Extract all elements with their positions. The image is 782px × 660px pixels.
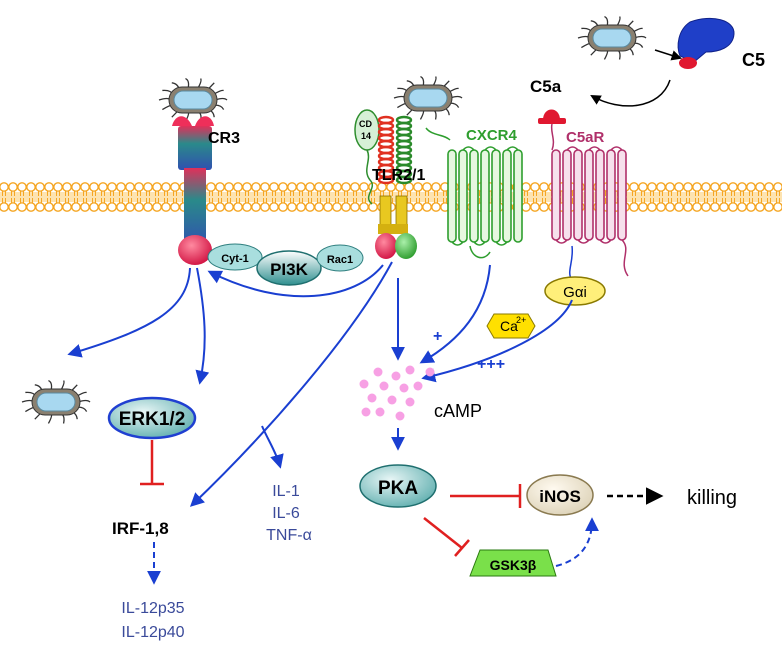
tlr-label: TLR2/1 [372, 167, 425, 184]
pi3k-complex: Cyt-1 PI3K Rac1 [207, 243, 364, 286]
cr3-receptor: CR3 [172, 116, 240, 265]
calcium-superscript: 2+ [516, 315, 526, 325]
galpha-node: Gαi [544, 276, 606, 306]
cxcr4-label: CXCR4 [466, 127, 518, 144]
cd14-label-2: 14 [361, 131, 371, 141]
cd14-label-1: CD [359, 119, 372, 129]
il12p35-label: IL-12p35 [121, 600, 184, 617]
cr3-to-erk-arrow [195, 267, 210, 385]
plus-label: + [433, 328, 442, 345]
signal-arrows [67, 261, 573, 507]
pka-inhibits-inos [450, 484, 522, 508]
bacterium-left [21, 379, 91, 424]
triple-plus-label: +++ [477, 356, 505, 373]
c5a-ligand [538, 109, 566, 124]
cxcr4-receptor: CXCR4 [425, 127, 523, 259]
tlr-to-cytokines-arrow [261, 425, 284, 469]
galpha-to-camp-arrow [421, 299, 573, 383]
cr3-to-bacterium-arrow [67, 267, 191, 358]
galpha-label: Gαi [563, 284, 587, 301]
pka-label: PKA [378, 478, 418, 499]
il12p40-label: IL-12p40 [121, 624, 184, 641]
camp-molecules [359, 365, 435, 421]
bacterium-top-right [577, 15, 647, 60]
pka-inhibits-gsk [423, 517, 470, 557]
calcium-node: Ca 2+ [486, 313, 536, 339]
c5-to-c5a-arrow [590, 79, 671, 107]
bacterium-to-c5-arrow [654, 49, 683, 61]
tlr-to-irf-arrow [189, 261, 393, 507]
inos-label: iNOS [539, 487, 581, 506]
bacterium-cr3 [158, 77, 228, 122]
killing-label: killing [687, 487, 737, 509]
c5a-label: C5a [530, 77, 562, 96]
il1-label: IL-1 [272, 483, 300, 500]
gsk3b-label: GSK3β [490, 557, 537, 573]
il6-label: IL-6 [272, 505, 300, 522]
gsk3b-node: GSK3β [469, 549, 557, 577]
bacterium-tlr [393, 75, 463, 120]
irf-label: IRF-1,8 [112, 519, 169, 538]
cr3-label: CR3 [208, 130, 240, 147]
rac1-label: Rac1 [327, 254, 353, 266]
camp-label: cAMP [434, 401, 482, 421]
c5-label: C5 [742, 50, 765, 70]
pka-node: PKA [359, 464, 437, 508]
c5ar-label: C5aR [566, 129, 605, 146]
cyt1-label: Cyt-1 [221, 253, 249, 265]
erk-label: ERK1/2 [119, 409, 186, 430]
cxcr4-to-camp-arrow [419, 264, 491, 364]
c5-protein: C5 [677, 18, 765, 70]
gsk3b-to-inos-arrow [555, 517, 599, 567]
tnf-label: TNF-α [266, 527, 312, 544]
c5ar-to-galpha-link [569, 245, 574, 281]
tlr2-1-receptor: TLR2/1 [372, 115, 425, 259]
erk-inhibits-irf [140, 440, 164, 486]
c5ar-receptor: C5aR [550, 123, 629, 277]
inos-node: iNOS [526, 474, 594, 516]
pi3k-label: PI3K [270, 260, 309, 279]
calcium-label: Ca [500, 318, 518, 334]
erk-node: ERK1/2 [107, 396, 197, 440]
tlr-to-cr3-arrow [207, 264, 384, 298]
